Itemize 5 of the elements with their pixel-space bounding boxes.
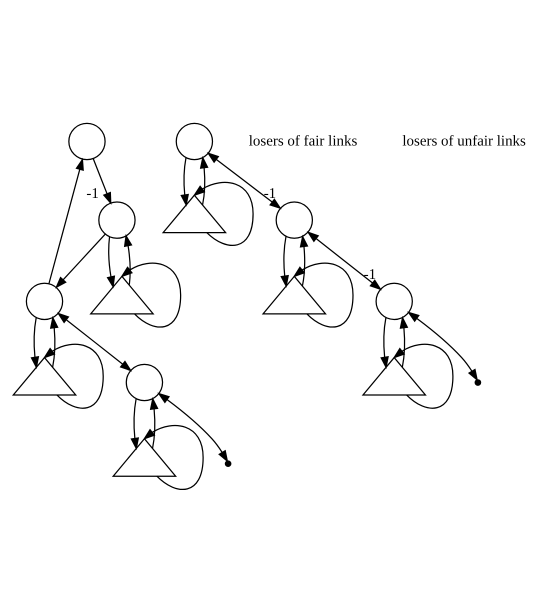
node-label: -1 [264, 185, 276, 202]
label: losers of fair links [248, 132, 358, 149]
node-label: -1 [86, 185, 99, 202]
label: losers of unfair links [402, 132, 526, 149]
node-label: -1 [364, 266, 376, 282]
